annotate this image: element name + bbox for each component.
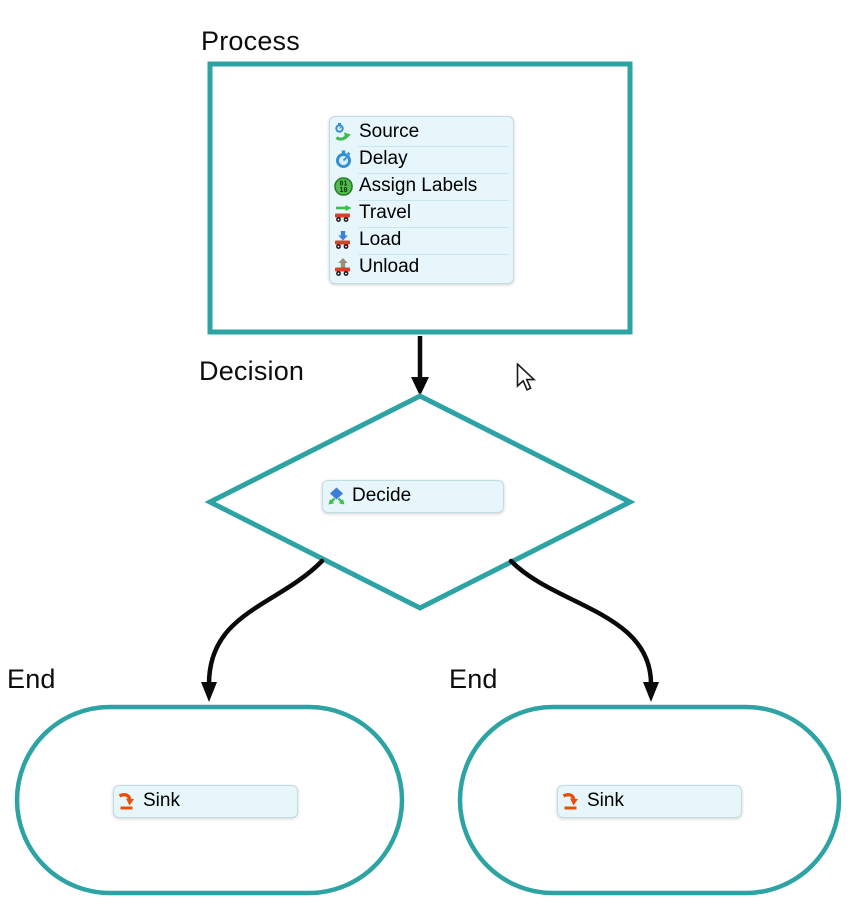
activity-travel[interactable]: Travel <box>333 200 510 227</box>
load-icon <box>333 231 353 251</box>
activity-label: Sink <box>587 789 624 811</box>
activity-label: Assign Labels <box>359 174 478 196</box>
travel-icon <box>333 204 353 224</box>
activity-unload[interactable]: Unload <box>333 254 510 281</box>
connector-process-to-decision <box>411 336 429 396</box>
connector-decision-to-end-right <box>508 558 659 702</box>
activity-load[interactable]: Load <box>333 227 510 254</box>
decision-diamond-shape[interactable] <box>204 393 636 611</box>
sink-icon <box>561 792 581 812</box>
decision-activity-block: Decide <box>322 480 504 513</box>
process-activity-block: Source Delay 01 10 Assign Labels <box>329 116 514 284</box>
decide-icon <box>326 487 346 507</box>
svg-text:10: 10 <box>339 186 347 194</box>
assign-labels-icon: 01 10 <box>333 177 353 197</box>
end-left-activity-block: Sink <box>113 785 298 818</box>
activity-sink-right[interactable]: Sink <box>561 788 738 815</box>
svg-text:01: 01 <box>339 180 347 188</box>
activity-label: Decide <box>352 484 412 506</box>
activity-source[interactable]: Source <box>333 119 510 146</box>
source-icon <box>333 123 353 143</box>
end-right-activity-block: Sink <box>557 785 742 818</box>
activity-label: Unload <box>359 255 420 277</box>
connector-decision-to-end-left <box>201 558 325 702</box>
activity-delay[interactable]: Delay <box>333 146 510 173</box>
unload-icon <box>333 258 353 278</box>
activity-label: Sink <box>143 789 180 811</box>
delay-icon <box>333 150 353 170</box>
mouse-cursor <box>516 362 538 399</box>
sink-icon <box>117 792 137 812</box>
activity-label: Travel <box>359 201 412 223</box>
activity-decide[interactable]: Decide <box>326 483 500 510</box>
activity-assign-labels[interactable]: 01 10 Assign Labels <box>333 173 510 200</box>
activity-label: Load <box>359 228 402 250</box>
activity-sink-left[interactable]: Sink <box>117 788 294 815</box>
activity-label: Source <box>359 120 420 142</box>
activity-label: Delay <box>359 147 408 169</box>
end-left-stadium-shape[interactable] <box>14 704 405 896</box>
process-container-shape[interactable] <box>207 61 633 335</box>
end-left-section-label: End <box>7 664 56 694</box>
process-section-label: Process <box>201 26 300 56</box>
decision-section-label: Decision <box>199 356 305 386</box>
end-right-stadium-shape[interactable] <box>457 704 842 896</box>
end-right-section-label: End <box>449 664 498 694</box>
